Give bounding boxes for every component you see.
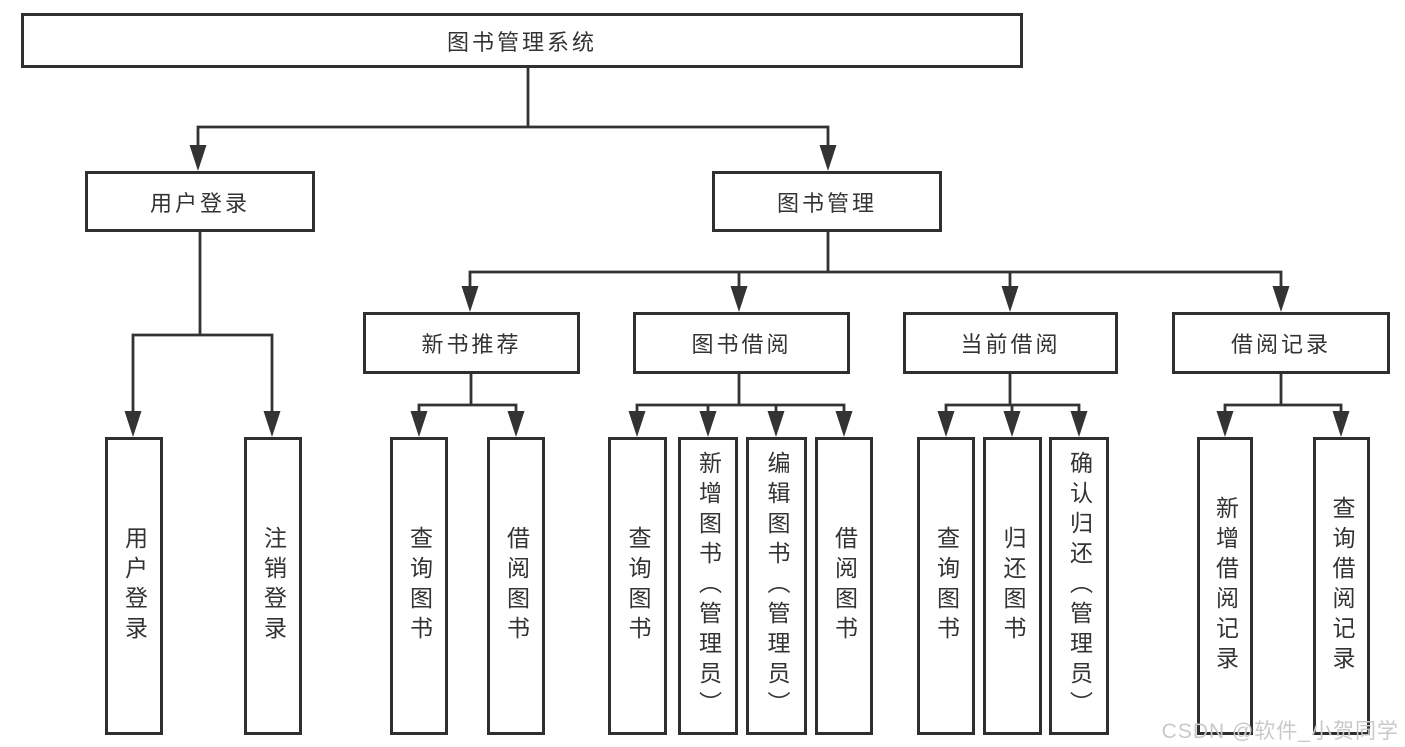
leaf-user-login-label: 用户登录 — [121, 526, 148, 646]
leaf-nb-query-books: 查询图书 — [390, 437, 448, 735]
leaf-cb-return-books-label: 归还图书 — [1000, 526, 1026, 646]
leaf-bb-add-books-admin-label: 新增图书（管理员） — [695, 451, 722, 721]
node-new-book-recommend: 新书推荐 — [363, 312, 580, 374]
leaf-br-query-borrow-record: 查询借阅记录 — [1313, 437, 1370, 735]
node-book-borrow-label: 图书借阅 — [691, 332, 792, 357]
node-current-borrow: 当前借阅 — [903, 312, 1118, 374]
node-current-borrow-label: 当前借阅 — [960, 332, 1061, 357]
leaf-cb-confirm-return-admin: 确认归还（管理员） — [1049, 437, 1109, 735]
csdn-watermark: CSDN @软件_小贺同学 — [1161, 720, 1399, 743]
node-user-login: 用户登录 — [85, 171, 315, 232]
leaf-br-add-borrow-record-label: 新增借阅记录 — [1212, 496, 1239, 676]
leaf-logout: 注销登录 — [244, 437, 302, 735]
leaf-br-query-borrow-record-label: 查询借阅记录 — [1329, 496, 1355, 676]
node-borrow-records-label: 借阅记录 — [1230, 332, 1331, 357]
leaf-bb-borrow-books-label: 借阅图书 — [831, 526, 858, 646]
leaf-bb-add-books-admin: 新增图书（管理员） — [678, 437, 738, 735]
leaf-user-login: 用户登录 — [105, 437, 163, 735]
leaf-nb-borrow-books: 借阅图书 — [487, 437, 545, 735]
leaf-bb-edit-books-admin-label: 编辑图书（管理员） — [764, 451, 790, 721]
leaf-br-add-borrow-record: 新增借阅记录 — [1197, 437, 1253, 735]
leaf-nb-query-books-label: 查询图书 — [406, 526, 433, 646]
leaf-bb-borrow-books: 借阅图书 — [815, 437, 873, 735]
leaf-bb-query-books: 查询图书 — [608, 437, 667, 735]
leaf-logout-label: 注销登录 — [260, 526, 287, 646]
leaf-cb-confirm-return-admin-label: 确认归还（管理员） — [1066, 451, 1093, 721]
node-book-management: 图书管理 — [712, 171, 942, 232]
leaf-bb-edit-books-admin: 编辑图书（管理员） — [746, 437, 807, 735]
node-book-management-label: 图书管理 — [776, 190, 877, 216]
leaf-cb-query-books: 查询图书 — [917, 437, 975, 735]
node-root: 图书管理系统 — [21, 13, 1023, 68]
leaf-cb-query-books-label: 查询图书 — [933, 526, 960, 646]
leaf-cb-return-books: 归还图书 — [983, 437, 1042, 735]
node-user-login-label: 用户登录 — [149, 190, 250, 216]
node-book-borrow: 图书借阅 — [633, 312, 850, 374]
leaf-bb-query-books-label: 查询图书 — [625, 526, 651, 646]
leaf-nb-borrow-books-label: 借阅图书 — [503, 526, 530, 646]
node-new-book-recommend-label: 新书推荐 — [421, 332, 522, 357]
node-borrow-records: 借阅记录 — [1172, 312, 1390, 374]
node-root-label: 图书管理系统 — [446, 29, 597, 55]
